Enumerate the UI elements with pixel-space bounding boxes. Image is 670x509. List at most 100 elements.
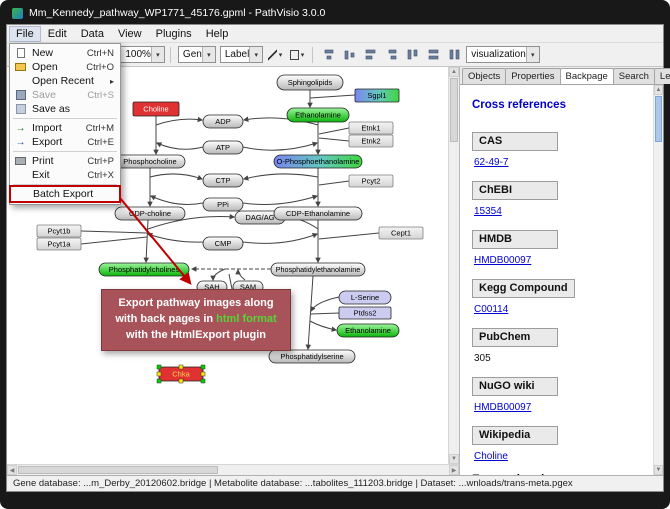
pathway-node-phosphatidylethanolamine[interactable]: Phosphatidylethanolamine [270, 262, 366, 277]
pathway-node-ptdss2[interactable]: Ptdss2 [338, 306, 392, 320]
same-height-button[interactable] [444, 45, 464, 64]
pathway-edge[interactable] [143, 219, 149, 264]
panel-vertical-scrollbar[interactable]: ▲ ▼ [653, 85, 663, 475]
menu-data[interactable]: Data [80, 27, 104, 40]
menu-view[interactable]: View [117, 27, 142, 40]
pathway-node-phosphatidylcholines[interactable]: Phosphatidylcholines [98, 262, 190, 277]
pathway-node-etnk2[interactable]: Etnk2 [348, 134, 394, 148]
pathway-node-cdp-choline[interactable]: CDP-choline [114, 206, 186, 221]
datanode-template-combobox[interactable]: Gen▾ [177, 46, 216, 63]
pathway-node-adp[interactable]: ADP [202, 114, 244, 129]
zoom-combobox[interactable]: 100%▾ [120, 46, 165, 63]
xref-link[interactable]: HMDB00097 [474, 255, 532, 266]
scroll-down-icon[interactable]: ▼ [449, 454, 459, 464]
pathway-edge[interactable] [242, 173, 319, 181]
align-left-button[interactable] [360, 45, 380, 64]
selection-handle[interactable] [156, 371, 162, 377]
tab-search[interactable]: Search [612, 68, 655, 84]
xref-link[interactable]: 15354 [474, 206, 502, 217]
pathway-edge[interactable] [149, 173, 204, 181]
pathway-node-ppi[interactable]: PPi [202, 197, 244, 212]
scroll-right-icon[interactable]: ▶ [449, 465, 459, 475]
pathway-node-l-serine[interactable]: L-Serine [338, 290, 392, 305]
pathway-edge[interactable] [318, 180, 350, 186]
pathway-node-pcyt2[interactable]: Pcyt2 [348, 174, 394, 188]
selection-handle[interactable] [178, 364, 184, 370]
tab-legend[interactable]: Legend [653, 68, 670, 84]
canvas-vertical-scrollbar[interactable]: ▲ ▼ [448, 67, 459, 464]
menu-help[interactable]: Help [205, 27, 229, 40]
pathway-node-sgpl1[interactable]: Sgpl1 [354, 88, 400, 103]
pathway-edge[interactable] [210, 268, 226, 282]
selection-handle[interactable] [156, 378, 162, 384]
scrollbar-thumb[interactable] [18, 466, 218, 474]
menu-file[interactable]: File [9, 25, 41, 42]
pathway-node-cmp[interactable]: CMP [202, 236, 244, 251]
pathway-edge[interactable] [318, 127, 350, 135]
pathway-edge[interactable] [80, 236, 148, 245]
pathway-edge[interactable] [235, 268, 246, 281]
xref-link[interactable]: HMDB00097 [474, 402, 532, 413]
menu-item-save-as[interactable]: Save as [10, 102, 120, 116]
pathway-edge[interactable] [305, 275, 314, 351]
selection-handle[interactable] [156, 364, 162, 370]
scrollbar-thumb[interactable] [450, 78, 458, 142]
pathway-edge[interactable] [155, 142, 204, 150]
pathway-edge[interactable] [242, 194, 319, 205]
scroll-up-icon[interactable]: ▲ [449, 67, 459, 77]
pathway-node-pcyt1a[interactable]: Pcyt1a [36, 237, 82, 251]
selection-handle[interactable] [200, 371, 206, 377]
menu-edit[interactable]: Edit [47, 27, 67, 40]
pathway-edge[interactable] [242, 141, 319, 151]
selection-handle[interactable] [200, 364, 206, 370]
scroll-down-icon[interactable]: ▼ [654, 465, 663, 475]
align-top-button[interactable] [402, 45, 422, 64]
pathway-edge[interactable] [309, 94, 356, 99]
pathway-node-pcyt1b[interactable]: Pcyt1b [36, 224, 82, 238]
pathway-edge[interactable] [318, 137, 350, 142]
menu-plugins[interactable]: Plugins [155, 27, 192, 40]
pathway-node-phosphocholine[interactable]: Phosphocholine [114, 154, 186, 169]
pathway-edge[interactable] [309, 320, 338, 332]
xref-link[interactable]: C00114 [474, 304, 509, 315]
align-right-button[interactable] [381, 45, 401, 64]
tab-properties[interactable]: Properties [505, 68, 561, 84]
pathway-edge[interactable] [155, 116, 204, 126]
scroll-up-icon[interactable]: ▲ [654, 85, 663, 95]
pathway-node-choline[interactable]: Choline [132, 101, 180, 117]
pathway-node-atp[interactable]: ATP [202, 140, 244, 155]
menu-item-open-recent[interactable]: Open Recent▸ [10, 74, 120, 88]
pathway-node-sphingolipids[interactable]: Sphingolipids [276, 74, 344, 91]
scroll-left-icon[interactable]: ◀ [7, 465, 17, 475]
tab-backpage[interactable]: Backpage [559, 68, 614, 84]
pathway-node-etnk1[interactable]: Etnk1 [348, 121, 394, 135]
pathway-edge[interactable] [80, 230, 148, 234]
pathway-node-ctp[interactable]: CTP [202, 173, 244, 188]
canvas-horizontal-scrollbar[interactable]: ◀ ▶ [7, 464, 459, 475]
pathway-node-ethanolamine-bottom[interactable]: Ethanolamine [336, 323, 400, 338]
pathway-node-chka[interactable]: Chka [156, 364, 206, 384]
visualization-combobox[interactable]: visualization▾ [466, 46, 540, 63]
line-tool-button[interactable]: ▾ [265, 45, 285, 64]
pathway-edge[interactable] [310, 312, 340, 315]
pathway-edge[interactable] [318, 232, 380, 240]
align-center-x-button[interactable] [318, 45, 338, 64]
pathway-node-phosphatidylserine[interactable]: Phosphatidylserine [268, 349, 356, 364]
xref-link[interactable]: 62-49-7 [474, 157, 509, 168]
pathway-edge[interactable] [310, 296, 340, 312]
pathway-edge[interactable] [242, 233, 319, 244]
selection-handle[interactable] [178, 378, 184, 384]
pathway-node-cept1[interactable]: Cept1 [378, 226, 424, 240]
pathway-node-o-phosphoethanolamine[interactable]: O-Phosphoethanolamine [273, 154, 363, 169]
scrollbar-thumb[interactable] [655, 96, 662, 142]
pathway-edge[interactable] [146, 232, 204, 243]
same-width-button[interactable] [423, 45, 443, 64]
pathway-node-ethanolamine-top[interactable]: Ethanolamine [286, 107, 350, 123]
